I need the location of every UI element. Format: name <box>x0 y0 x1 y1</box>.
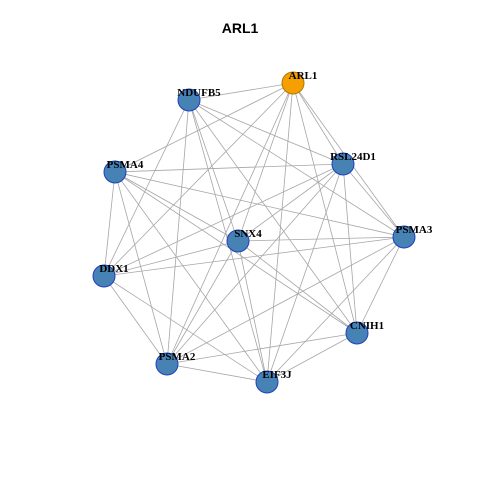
edge-arl1-ndufb5 <box>188 82 294 101</box>
edge-rsl24d1-eif3j <box>266 163 344 383</box>
edge-arl1-snx4 <box>237 82 294 242</box>
edge-ndufb5-rsl24d1 <box>188 99 344 165</box>
edge-rsl24d1-cnih1 <box>342 163 358 334</box>
edge-snx4-ddx1 <box>103 240 239 277</box>
edge-arl1-cnih1 <box>292 82 358 334</box>
node-label-eif3j: EIF3J <box>262 369 292 381</box>
edge-arl1-psma2 <box>166 82 294 365</box>
node-label-psma3: PSMA3 <box>396 224 433 236</box>
edge-snx4-eif3j <box>237 240 268 383</box>
edge-ndufb5-psma2 <box>166 99 190 365</box>
edge-psma2-eif3j <box>166 363 268 383</box>
edge-ndufb5-snx4 <box>188 99 239 242</box>
node-rsl24d1[interactable] <box>331 152 355 176</box>
node-arl1[interactable] <box>281 71 305 95</box>
node-label-snx4: SNX4 <box>234 228 262 240</box>
edge-ddx1-psma2 <box>103 275 168 365</box>
edge-snx4-cnih1 <box>237 240 358 334</box>
edge-cnih1-eif3j <box>266 332 358 383</box>
node-label-arl1: ARL1 <box>289 70 318 82</box>
edge-rsl24d1-psma2 <box>166 163 344 365</box>
edge-psma3-ddx1 <box>103 236 405 277</box>
node-snx4[interactable] <box>226 229 250 253</box>
edge-psma4-ddx1 <box>103 171 116 277</box>
edge-arl1-rsl24d1 <box>292 82 344 165</box>
edge-snx4-psma2 <box>166 240 239 365</box>
node-psma2[interactable] <box>155 352 179 376</box>
edge-arl1-psma4 <box>114 82 294 173</box>
edge-psma4-snx4 <box>114 171 239 242</box>
edge-rsl24d1-psma4 <box>114 163 344 173</box>
node-label-ndufb5: NDUFB5 <box>177 87 221 99</box>
node-cnih1[interactable] <box>345 321 369 345</box>
node-label-psma4: PSMA4 <box>107 159 144 171</box>
edge-psma4-eif3j <box>114 171 268 383</box>
edge-rsl24d1-ddx1 <box>103 163 344 277</box>
node-psma3[interactable] <box>392 225 416 249</box>
edge-ndufb5-ddx1 <box>103 99 190 277</box>
node-label-psma2: PSMA2 <box>159 351 196 363</box>
node-ndufb5[interactable] <box>177 88 201 112</box>
node-ddx1[interactable] <box>92 264 116 288</box>
edge-ndufb5-cnih1 <box>188 99 358 334</box>
node-label-rsl24d1: RSL24D1 <box>330 151 376 163</box>
edge-cnih1-psma2 <box>166 332 358 365</box>
node-layer <box>92 71 416 394</box>
edge-psma3-eif3j <box>266 236 405 383</box>
edge-arl1-ddx1 <box>103 82 294 277</box>
edge-rsl24d1-psma3 <box>342 163 405 238</box>
edge-ddx1-eif3j <box>103 275 268 383</box>
node-label-cnih1: CNIH1 <box>350 320 384 332</box>
edge-psma3-cnih1 <box>356 236 405 334</box>
node-eif3j[interactable] <box>255 370 279 394</box>
edge-psma4-psma2 <box>114 171 168 365</box>
node-label-ddx1: DDX1 <box>99 263 128 275</box>
edge-ndufb5-psma3 <box>188 99 405 238</box>
edge-psma3-snx4 <box>237 236 405 242</box>
graph-title: ARL1 <box>221 20 259 36</box>
edge-rsl24d1-snx4 <box>237 163 344 242</box>
edge-psma4-psma3 <box>114 171 405 238</box>
node-psma4[interactable] <box>103 160 127 184</box>
edge-arl1-eif3j <box>266 82 294 383</box>
edge-psma4-cnih1 <box>114 171 358 334</box>
